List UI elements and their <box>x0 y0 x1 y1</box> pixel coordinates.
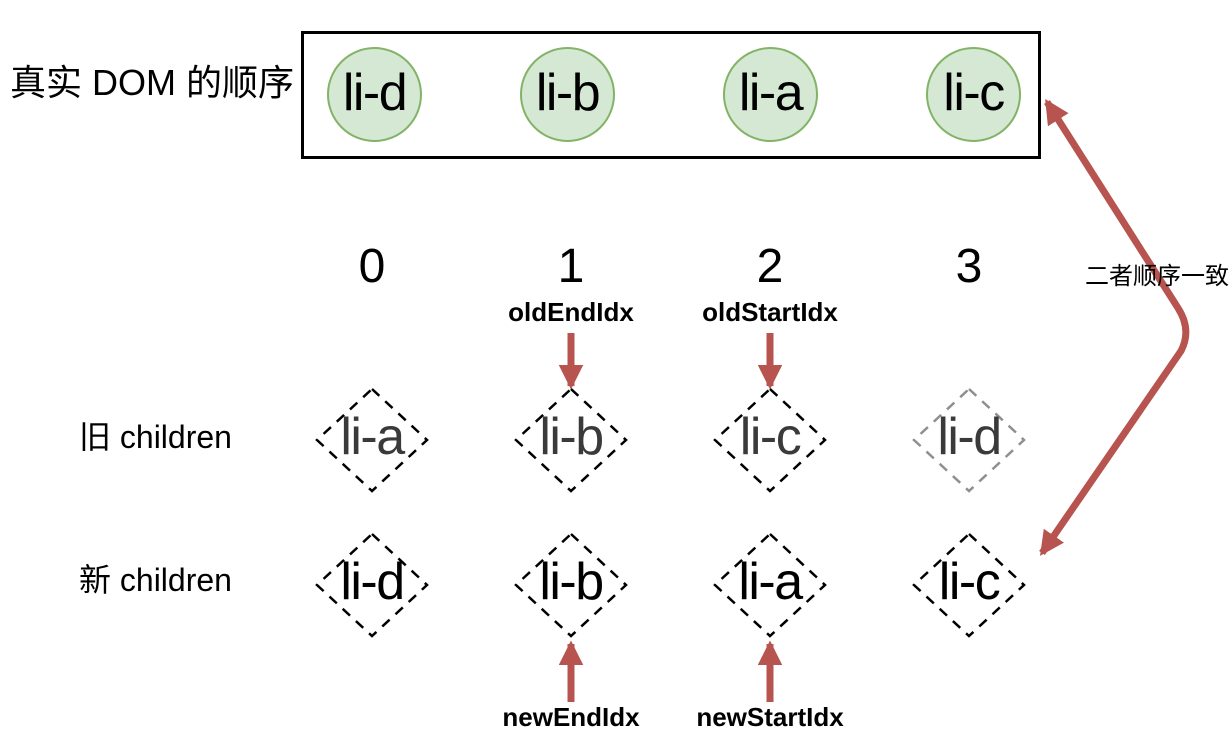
old-child-label: li-c <box>739 408 802 466</box>
diamond-shape <box>713 387 827 493</box>
index-1: 1 <box>557 240 585 293</box>
diamond-shape <box>713 532 827 638</box>
diamond-shape <box>315 532 429 638</box>
old-end-idx-label: oldEndIdx <box>508 297 634 327</box>
dom-node-label: li-b <box>535 63 601 122</box>
real-dom-box: li-d li-b li-a li-c <box>301 31 1041 159</box>
diamond-shape <box>315 387 429 493</box>
old-start-idx-label: oldStartIdx <box>702 297 838 327</box>
old-child-label: li-b <box>539 408 604 466</box>
old-child-node: li-c <box>713 387 827 493</box>
new-start-idx-label: newStartIdx <box>696 702 844 732</box>
index-3: 3 <box>955 240 983 293</box>
dom-node: li-c <box>926 47 1021 142</box>
new-child-label: li-b <box>539 553 604 611</box>
real-dom-order-label: 真实 DOM 的顺序 <box>10 62 294 103</box>
new-child-node: li-d <box>315 532 429 638</box>
new-child-label: li-d <box>340 553 405 611</box>
dom-node-label: li-c <box>943 63 1005 122</box>
new-child-node: li-a <box>713 532 827 638</box>
new-child-label: li-c <box>938 553 1001 611</box>
dom-node: li-d <box>327 47 422 142</box>
new-child-node: li-c <box>912 532 1026 638</box>
old-child-label: li-d <box>937 408 1002 466</box>
diamond-shape <box>514 532 628 638</box>
diamond-shape <box>514 387 628 493</box>
dom-node: li-a <box>723 47 818 142</box>
old-child-node: li-b <box>514 387 628 493</box>
old-child-node: li-a <box>315 387 429 493</box>
new-child-node: li-b <box>514 532 628 638</box>
old-child-node-processed: li-d <box>912 387 1026 493</box>
dom-node-label: li-a <box>738 63 804 122</box>
new-child-label: li-a <box>738 553 803 611</box>
index-2: 2 <box>756 240 784 293</box>
new-children-label: 新 children <box>79 562 232 598</box>
diamond-shape <box>912 387 1026 493</box>
diamond-shape <box>912 532 1026 638</box>
old-children-label: 旧 children <box>79 419 232 455</box>
new-end-idx-label: newEndIdx <box>502 702 640 732</box>
dom-node-label: li-d <box>342 63 408 122</box>
dom-node: li-b <box>520 47 615 142</box>
order-match-annotation: 二者顺序一致 <box>1085 263 1229 290</box>
order-match-connector-arrow <box>1039 99 1190 556</box>
old-child-label: li-a <box>340 408 405 466</box>
index-0: 0 <box>358 240 386 293</box>
